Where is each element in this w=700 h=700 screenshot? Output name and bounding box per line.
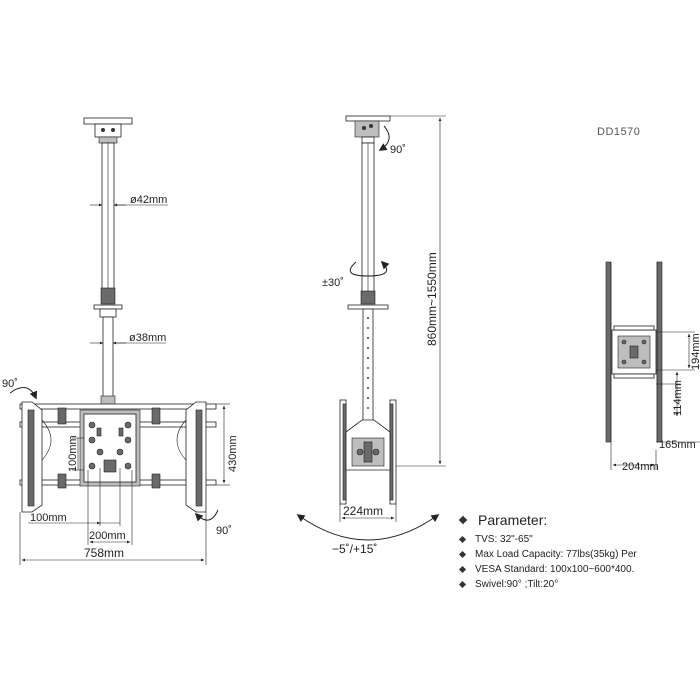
parameter-item: Swivel:90° ;Tilt:20°: [458, 577, 698, 592]
diamond-bullet-icon: [458, 550, 467, 559]
dim-224: 224mm: [343, 504, 383, 518]
rotate-left-label: 90˚: [2, 378, 18, 390]
diamond-bullet-icon: [458, 565, 467, 574]
top-swivel-mount: [345, 115, 391, 144]
pole-collar: [93, 287, 123, 318]
dim-200-line: [87, 470, 133, 545]
tv-bracket-frame: [19, 401, 217, 513]
parameter-item: VESA Standard: 100x100~600*400.: [458, 562, 698, 577]
dim-165: 165mm: [659, 439, 696, 451]
lower-pole: [102, 316, 114, 406]
dim-pole-lower: ø38mm: [129, 332, 166, 344]
parameter-list: Parameter: TVS: 32"-65" Max Load Capacit…: [458, 512, 698, 592]
swivel-top-label: 90˚: [390, 144, 406, 156]
dim-200: 200mm: [89, 530, 126, 542]
dim-114: 114mm: [672, 380, 684, 416]
dim-pole-upper: ø42mm: [130, 194, 167, 206]
rotate-right-arrow: [194, 509, 219, 522]
ceiling-plate: [83, 117, 133, 144]
parameter-item-text: TVS: 32"-65": [475, 534, 533, 545]
dim-100-vertical-line: [72, 437, 84, 471]
tilt-label: −5˚/+15˚: [332, 542, 377, 556]
pole-holes: [367, 317, 369, 409]
rotate-pole-arrow: [349, 260, 390, 277]
dim-length: 860mm~1550mm: [425, 252, 439, 346]
dim-194: 194mm: [690, 333, 700, 370]
model-code: DD1570: [597, 126, 640, 138]
dim-758: 758mm: [84, 546, 124, 560]
parameter-item-text: Swivel:90° ;Tilt:20°: [475, 579, 559, 590]
rotate-left-arrow: [9, 387, 38, 400]
dim-height-430: 430mm: [227, 435, 239, 472]
dim-100-horizontal: 100mm: [30, 512, 67, 524]
diamond-bullet-icon: [458, 580, 467, 589]
dim-100-vertical: 100mm: [67, 435, 79, 472]
dim-height-430-line: [216, 403, 230, 486]
parameter-item-text: Max Load Capacity: 77lbs(35kg) Per: [475, 549, 637, 560]
parameter-title-row: Parameter:: [458, 512, 698, 528]
dim-100-horizontal-line: [28, 468, 121, 526]
rotate-right-label: 90˚: [216, 525, 232, 537]
side-bracket: [339, 399, 397, 505]
diamond-bullet-icon: [458, 535, 467, 544]
tilt-arrow: [296, 514, 440, 541]
rotate-pole-label: ±30˚: [322, 277, 344, 289]
swivel-top-arrow: [378, 125, 390, 151]
side-view: 90˚ ±30˚: [296, 115, 446, 556]
dim-length-line: [390, 115, 446, 467]
diamond-bullet-icon: [458, 515, 468, 525]
dim-204: 204mm: [622, 461, 659, 473]
parameter-title: Parameter:: [478, 512, 548, 528]
front-view: ø42mm ø38mm: [2, 117, 239, 565]
parameter-item: Max Load Capacity: 77lbs(35kg) Per: [458, 547, 698, 562]
dim-758-line: [19, 512, 207, 565]
parameter-item: TVS: 32"-65": [458, 532, 698, 547]
small-view: 194mm 114mm 165mm 204mm: [605, 261, 700, 473]
parameter-item-text: VESA Standard: 100x100~600*400.: [475, 564, 635, 575]
